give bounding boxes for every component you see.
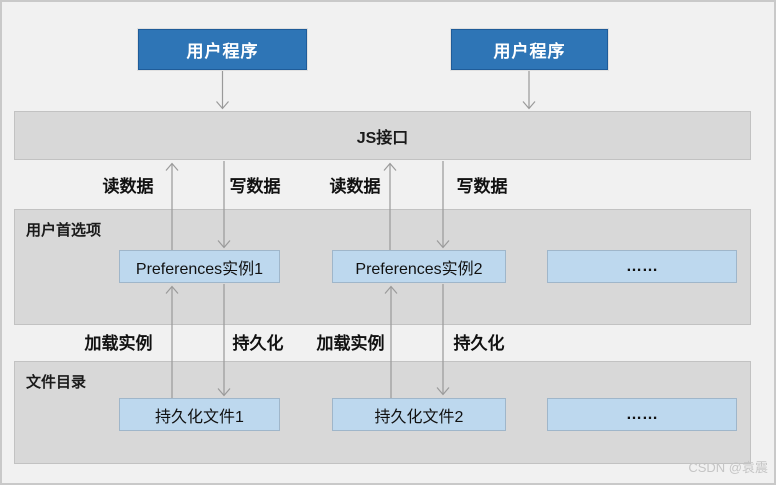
preferences-section-title: 用户首选项	[26, 222, 102, 239]
js-interface-label: JS接口	[356, 129, 409, 147]
preferences-more-label: ……	[626, 257, 658, 275]
flow-label-read-1: 读数据	[102, 177, 154, 196]
flow-label-write-1: 写数据	[229, 177, 281, 196]
flow-label-persist-2: 持久化	[453, 334, 505, 353]
preferences-instance-2-label: Preferences实例2	[355, 260, 483, 278]
csdn-watermark: CSDN @袁震	[688, 460, 768, 475]
flow-label-persist-1: 持久化	[232, 334, 284, 353]
persist-file-1-label: 持久化文件1	[155, 408, 244, 426]
persist-file-2-box: 持久化文件2	[332, 398, 506, 431]
arrow-user2-to-js	[522, 70, 536, 110]
persist-file-2-label: 持久化文件2	[374, 408, 464, 426]
js-interface-bar: JS接口	[14, 111, 751, 160]
flow-label-write-2: 写数据	[456, 177, 508, 196]
files-more-box: ……	[547, 398, 737, 431]
arrow-user1-to-js	[216, 70, 229, 110]
preferences-instance-1-box: Preferences实例1	[119, 250, 280, 283]
user-program-label: 用户程序	[186, 42, 259, 61]
flow-label-load-1: 加载实例	[84, 334, 153, 353]
files-more-label: ……	[626, 405, 658, 423]
preferences-more-box: ……	[547, 250, 737, 283]
flow-label-load-2: 加载实例	[316, 334, 385, 353]
user-program-box-2: 用户程序	[451, 29, 608, 70]
user-program-box-1: 用户程序	[138, 29, 307, 70]
preferences-instance-2-box: Preferences实例2	[332, 250, 506, 283]
flow-label-read-2: 读数据	[329, 177, 381, 196]
persist-file-1-box: 持久化文件1	[119, 398, 280, 431]
file-directory-section-title: 文件目录	[26, 374, 87, 391]
preferences-instance-1-label: Preferences实例1	[135, 260, 264, 278]
user-program-label: 用户程序	[493, 42, 566, 61]
